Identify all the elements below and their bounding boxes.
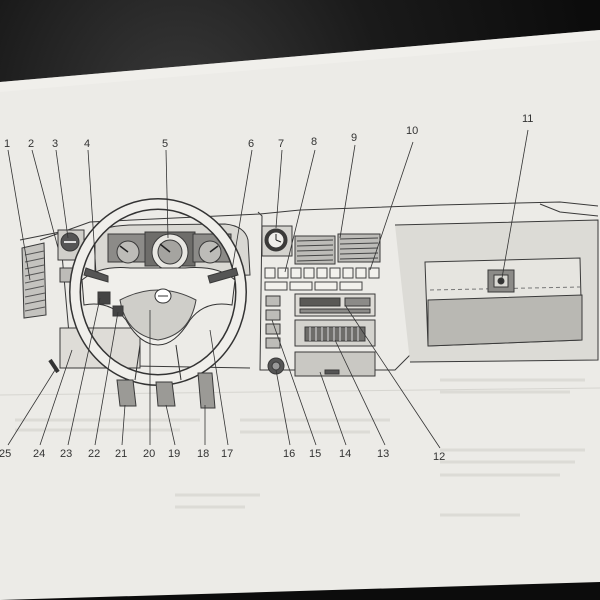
leader-lines (7, 129, 529, 449)
callout-21: 21 (115, 448, 127, 460)
callout-3: 3 (52, 138, 58, 150)
callout-13: 13 (377, 448, 389, 460)
callout-12: 12 (433, 451, 445, 463)
callout-15: 15 (309, 448, 321, 460)
clock (261, 225, 293, 257)
heater-controls (294, 319, 376, 347)
callout-22: 22 (88, 448, 100, 460)
side-switches (265, 295, 281, 349)
glove-box (424, 257, 583, 347)
callout-20: 20 (143, 448, 155, 460)
callout-1: 1 (4, 138, 10, 150)
callout-19: 19 (168, 448, 180, 460)
callout-24: 24 (33, 448, 45, 460)
callout-25: 25 (0, 448, 11, 460)
callout-7: 7 (278, 138, 284, 150)
switch-panel (264, 267, 380, 291)
callout-23: 23 (60, 448, 72, 460)
radio (294, 293, 376, 317)
callout-10: 10 (406, 125, 418, 137)
callout-8: 8 (311, 136, 317, 148)
callout-14: 14 (339, 448, 351, 460)
left-air-vent (21, 242, 47, 319)
callout-16: 16 (283, 448, 295, 460)
callout-6: 6 (248, 138, 254, 150)
callout-9: 9 (351, 132, 357, 144)
callout-18: 18 (197, 448, 209, 460)
callout-5: 5 (162, 138, 168, 150)
callout-2: 2 (28, 138, 34, 150)
dashboard-illustration (19, 198, 599, 409)
pedals (116, 372, 216, 409)
center-vents (294, 233, 381, 265)
instrument-cluster (107, 231, 232, 271)
callout-11: 11 (522, 113, 533, 125)
callout-17: 17 (221, 448, 233, 460)
callout-4: 4 (84, 138, 90, 150)
steering-wheel (69, 198, 247, 386)
callout-numbers: 1 2 3 4 5 6 7 8 9 10 11 25 24 23 22 21 2… (0, 113, 533, 463)
